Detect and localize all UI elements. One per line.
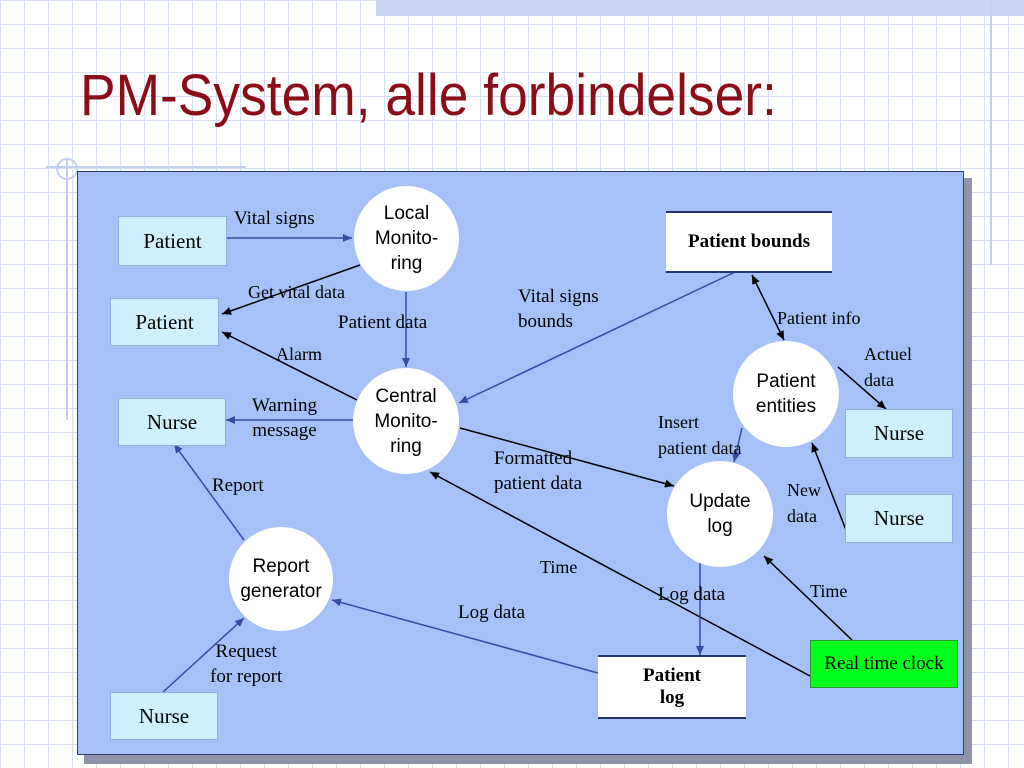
entity-real-time-clock: Real time clock [810, 640, 958, 688]
process-local-monitoring: Local Monito- ring [354, 186, 459, 291]
label-get-vital-data: Get vital data [248, 282, 345, 302]
flow-get-vital-data [221, 264, 361, 315]
store-patient-log: Patient log [598, 655, 746, 719]
entity-patient-top: Patient [118, 216, 227, 266]
entity-nurse-right-bottom: Nurse [845, 494, 953, 543]
flow-time-right [763, 555, 853, 641]
flow-time-center [429, 471, 811, 677]
flow-request-for-report [161, 617, 245, 694]
flow-insert-patient-data [732, 427, 743, 463]
label-time-center: Time [540, 557, 578, 577]
entity-patient-middle-label: Patient [135, 309, 194, 334]
entity-nurse-bottom: Nurse [110, 692, 218, 740]
top-decor-band [376, 0, 1024, 16]
entity-nurse-right-bottom-label: Nurse [873, 506, 925, 530]
process-patient-entities: Patient entities [733, 341, 839, 447]
flow-log-data-left [331, 598, 599, 674]
flow-vital-signs-bounds [458, 271, 736, 404]
label-time-right: Time [810, 581, 848, 601]
decor-horizontal-line [46, 166, 246, 168]
label-actuel-data: Actuel data [864, 344, 912, 390]
entity-real-time-clock-label: Real time clock [824, 653, 944, 674]
label-log-data-left: Log data [458, 602, 526, 623]
label-new-data: New data [787, 480, 821, 526]
label-vital-signs: Vital signs [234, 208, 315, 229]
process-central-monitoring: Central Monito- ring [353, 368, 459, 474]
entity-nurse-bottom-label: Nurse [138, 703, 190, 728]
label-patient-data: Patient data [338, 312, 428, 333]
flow-alarm [221, 331, 358, 401]
decor-vertical-line [990, 0, 992, 265]
label-patient-info: Patient info [777, 308, 861, 328]
store-patient-log-label: Patient log [642, 665, 702, 708]
slide-title: PM-System, alle forbindelser: [80, 63, 777, 128]
label-alarm: Alarm [276, 344, 322, 364]
process-report-generator-label: Report generator [240, 556, 322, 602]
flow-formatted-patient-data [459, 427, 675, 488]
process-update-log: Update log [667, 461, 773, 567]
process-report-generator: Report generator [229, 527, 333, 631]
entity-nurse-left-label: Nurse [146, 409, 198, 434]
process-update-log-label: Update log [689, 491, 751, 537]
entity-patient-middle: Patient [110, 298, 219, 346]
store-patient-bounds: Patient bounds [666, 211, 832, 273]
decor-vertical-line-left [66, 160, 68, 420]
entity-nurse-right-top: Nurse [845, 409, 953, 458]
store-patient-bounds-label: Patient bounds [688, 231, 810, 252]
label-request-for-report: Request for report [210, 641, 283, 687]
flow-patient-info [751, 274, 785, 341]
label-warning-message: Warning message [252, 395, 317, 441]
flow-report [173, 443, 245, 541]
label-formatted-patient-data: Formatted patient data [494, 448, 583, 494]
process-patient-entities-label: Patient entities [755, 371, 817, 417]
decor-circle [56, 158, 78, 180]
flow-actuel-data [837, 366, 887, 410]
entity-nurse-right-top-label: Nurse [873, 421, 925, 445]
flow-new-data [811, 442, 847, 531]
label-report: Report [212, 475, 264, 496]
entity-nurse-left: Nurse [118, 398, 226, 446]
label-insert-patient-data: Insert patient data [658, 412, 742, 458]
process-central-monitoring-label: Central Monito- ring [374, 385, 438, 457]
label-vital-signs-bounds: Vital signs bounds [518, 286, 599, 332]
process-local-monitoring-label: Local Monito- ring [374, 203, 439, 274]
entity-patient-top-label: Patient [143, 228, 202, 253]
label-log-data-right: Log data [658, 584, 726, 605]
